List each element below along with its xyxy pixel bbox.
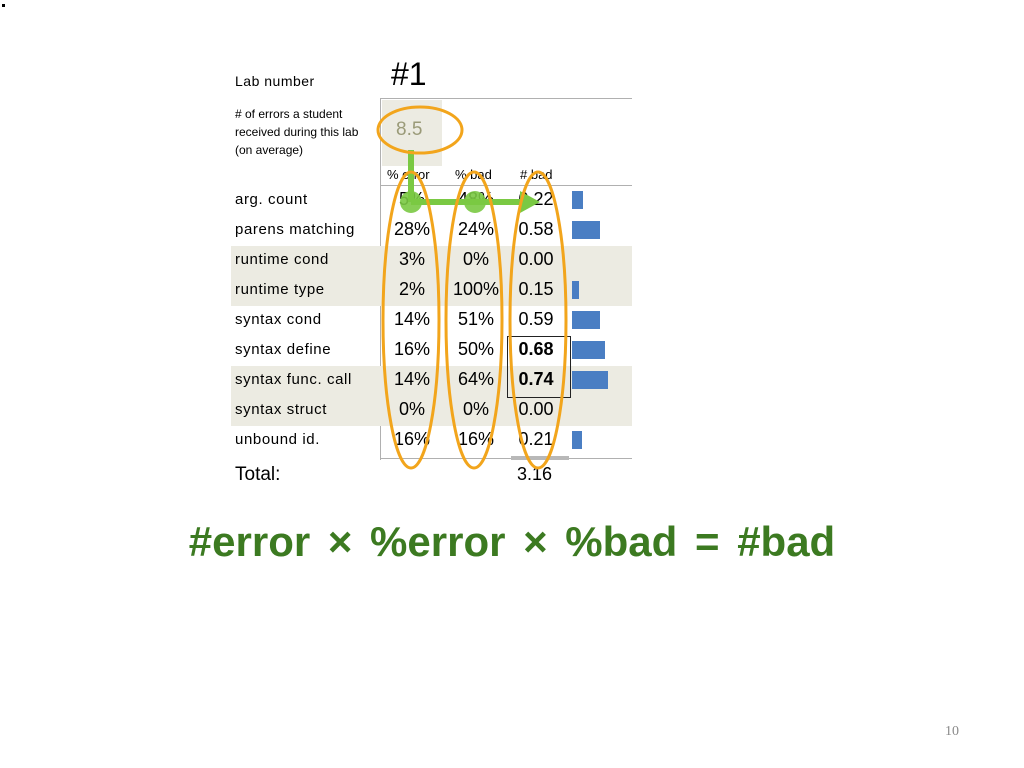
pct-bad-cell: 0% (462, 249, 489, 269)
num-bad-cell: 0.00 (518, 399, 554, 419)
average-errors-value: 8.5 (396, 119, 423, 140)
table-row: unbound id. 16% 16% 0.21 (231, 426, 632, 456)
table-row: arg. count 5% 48% 0.22 (231, 186, 632, 216)
pct-error-cell: 0% (398, 399, 425, 419)
pct-error-cell: 16% (393, 339, 431, 359)
pct-error-cell: 2% (398, 279, 425, 299)
pct-bad-cell: 51% (457, 309, 495, 329)
row-label: syntax func. call (235, 371, 352, 388)
pct-error-cell: 5% (398, 189, 425, 209)
formula-caption: #error × %error × %bad = #bad (188, 518, 836, 565)
row-label: syntax cond (235, 311, 322, 328)
num-bad-bar (572, 221, 600, 239)
table-row: parens matching 28% 24% 0.58 (231, 216, 632, 246)
pct-error-cell: 28% (393, 219, 431, 239)
pct-bad-cell: 64% (457, 369, 495, 389)
lab-number-label: Lab number (235, 73, 315, 89)
num-bad-bar (572, 191, 583, 209)
table-row: runtime cond 3% 0% 0.00 (231, 246, 632, 276)
header-pct-error: % error (387, 167, 430, 182)
num-bad-cell: 0.58 (518, 219, 554, 239)
pct-bad-cell: 0% (462, 399, 489, 419)
total-label: Total: (235, 464, 281, 485)
num-bad-bar (572, 371, 608, 389)
pct-error-cell: 3% (398, 249, 425, 269)
pct-bad-cell: 50% (457, 339, 495, 359)
row-label: syntax define (235, 341, 332, 358)
pct-bad-cell: 48% (457, 189, 495, 209)
num-bad-bar (572, 341, 605, 359)
description-line: # of errors a student (235, 107, 343, 121)
row-label: runtime type (235, 281, 325, 298)
page-number: 10 (945, 724, 959, 739)
row-label: parens matching (235, 221, 355, 238)
num-bad-cell: 0.15 (518, 279, 554, 299)
num-bad-cell: 0.00 (518, 249, 554, 269)
errors-description: # of errors a student received during th… (235, 105, 385, 159)
row-label: arg. count (235, 191, 308, 208)
table-bottom-border (380, 458, 632, 459)
total-underline (511, 456, 569, 460)
highlight-box (507, 336, 571, 398)
slide-corner-mark (2, 4, 5, 7)
pct-bad-cell: 16% (457, 429, 495, 449)
num-bad-cell: 0.22 (518, 189, 554, 209)
table-row: runtime type 2% 100% 0.15 (231, 276, 632, 306)
table-row: syntax cond 14% 51% 0.59 (231, 306, 632, 336)
description-line: received during this lab (235, 125, 359, 139)
total-value: 3.16 (517, 464, 553, 484)
table-row: syntax struct 0% 0% 0.00 (231, 396, 632, 426)
row-label: syntax struct (235, 401, 327, 418)
table-row: syntax func. call 14% 64% 0.74 (231, 366, 632, 396)
num-bad-cell: 0.21 (518, 429, 554, 449)
pct-bad-cell: 24% (457, 219, 495, 239)
pct-error-cell: 14% (393, 369, 431, 389)
row-label: runtime cond (235, 251, 329, 268)
table-header-border (380, 185, 632, 186)
num-bad-bar (572, 281, 579, 299)
row-label: unbound id. (235, 431, 321, 448)
num-bad-bar (572, 431, 582, 449)
pct-error-cell: 16% (393, 429, 431, 449)
header-pct-bad: % bad (455, 167, 492, 182)
table-top-border (380, 98, 632, 99)
header-num-bad: # bad (520, 167, 553, 182)
pct-bad-cell: 100% (452, 279, 500, 299)
table-row: syntax define 16% 50% 0.68 (231, 336, 632, 366)
num-bad-cell: 0.59 (518, 309, 554, 329)
description-line: (on average) (235, 143, 304, 157)
num-bad-bar (572, 311, 600, 329)
pct-error-cell: 14% (393, 309, 431, 329)
lab-number-value: #1 (391, 56, 427, 92)
